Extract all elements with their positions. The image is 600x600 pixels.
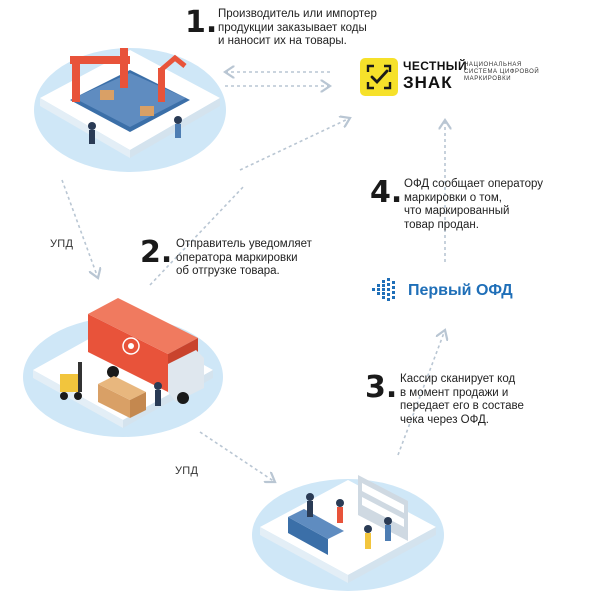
- chestny-znak-subtitle: НАЦИОНАЛЬНАЯ СИСТЕМА ЦИФРОВОЙ МАРКИРОВКИ: [464, 62, 540, 82]
- step-3-text: Кассир сканирует код в момент продажи и …: [400, 373, 524, 426]
- step-4-text: ОФД сообщает оператору маркировки о том,…: [404, 178, 543, 231]
- chestny-znak-word2: ЗНАК: [403, 73, 453, 92]
- chestny-znak-logo: [360, 58, 398, 101]
- upd-label-1: УПД: [50, 238, 74, 250]
- upd-label-2: УПД: [175, 465, 199, 477]
- truck-illustration: [23, 298, 223, 437]
- step-2-text: Отправитель уведомляет оператора маркиро…: [176, 238, 312, 277]
- step-2-number: 2.: [140, 235, 173, 270]
- step-1-text: Производитель или импортер продукции зак…: [218, 8, 377, 47]
- factory-illustration: [34, 48, 226, 172]
- arrow-factory-to-cz-diag: [239, 118, 350, 171]
- step-4-number: 4.: [370, 175, 403, 210]
- chestny-znak-word1: ЧЕСТНЫЙ: [403, 59, 467, 73]
- ofd-name: Первый ОФД: [408, 282, 513, 299]
- arrow-factory-to-truck: [61, 179, 98, 278]
- dot-grid-logo-icon: [372, 278, 395, 301]
- step-1-number: 1.: [185, 5, 218, 40]
- arrow-truck-to-cz: [149, 184, 246, 286]
- step-3-number: 3.: [365, 370, 398, 405]
- arrow-store-to-ofd: [397, 330, 445, 456]
- store-illustration: [252, 475, 444, 591]
- check-in-frame-icon: [360, 58, 398, 96]
